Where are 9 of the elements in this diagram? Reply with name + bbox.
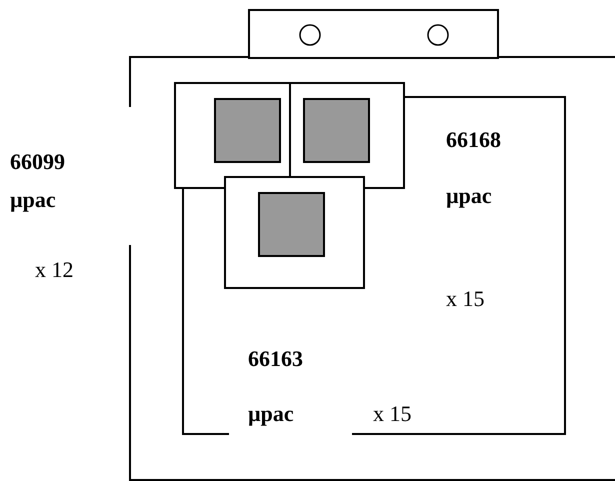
- part-label: 66163: [248, 347, 303, 371]
- quantity-label: x 15: [373, 402, 412, 426]
- part-label: 66099: [10, 150, 65, 174]
- part-label: µpac: [446, 184, 492, 208]
- part-label: µpac: [10, 188, 56, 212]
- quantity-label: x 12: [35, 258, 74, 282]
- part-label: 66168: [446, 128, 501, 152]
- quantity-label: x 15: [446, 287, 484, 311]
- part-label: µpac: [248, 402, 294, 426]
